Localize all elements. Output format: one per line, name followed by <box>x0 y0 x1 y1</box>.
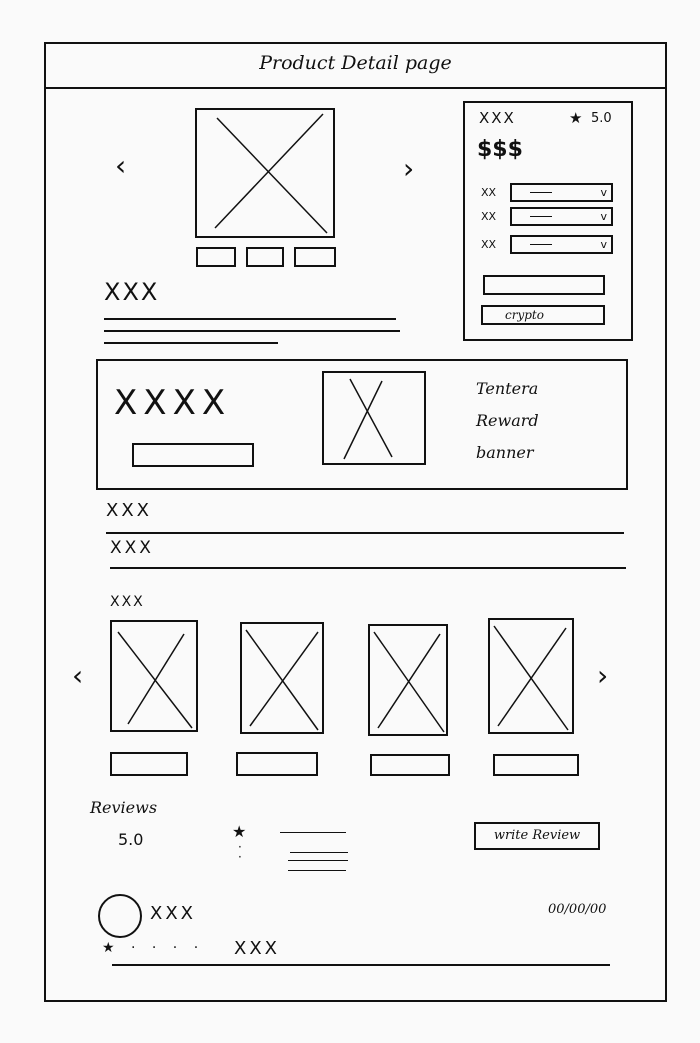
purchase-panel: XXX ★ 5.0 $$$ XX v XX v XX v crypto <box>463 101 633 341</box>
star-icon: ★ <box>232 822 247 841</box>
option-dropdown-3[interactable]: v <box>509 234 613 254</box>
add-to-cart-button[interactable] <box>483 275 605 295</box>
related-product-image-3[interactable] <box>368 624 448 736</box>
related-product-button-4[interactable] <box>493 754 579 776</box>
banner-cta-button[interactable] <box>132 443 254 467</box>
crypto-button[interactable]: crypto <box>481 305 605 325</box>
reward-banner: XXXX Tentera Reward banner <box>96 359 628 490</box>
gallery-next-icon[interactable]: › <box>403 152 415 185</box>
related-next-icon[interactable]: › <box>597 659 609 692</box>
review-stars: ★ · · · · <box>102 940 205 956</box>
option-row-1: XX v <box>481 182 613 202</box>
banner-image <box>322 371 426 465</box>
page-title: Product Detail page <box>259 52 452 74</box>
info-divider-1 <box>106 532 624 534</box>
panel-price: $$$ <box>477 137 523 162</box>
info-divider-2 <box>110 567 626 569</box>
review-text: XXX <box>234 938 280 959</box>
option-dropdown-2[interactable]: v <box>509 206 613 226</box>
reviews-score: 5.0 <box>118 830 144 849</box>
option-label: XX <box>481 209 497 223</box>
banner-caption: Tentera Reward banner <box>476 373 539 469</box>
review-divider <box>112 964 610 966</box>
banner-heading: XXXX <box>114 383 232 423</box>
rating-bar-1 <box>280 832 346 833</box>
related-heading: XXX <box>110 594 145 610</box>
description-line-2 <box>104 330 400 332</box>
gallery-prev-icon[interactable]: ‹ <box>115 149 127 182</box>
option-dropdown-1[interactable]: v <box>509 182 613 202</box>
banner-caption-line: banner <box>476 443 534 462</box>
reviews-heading: Reviews <box>90 798 158 817</box>
description-line-1 <box>104 318 396 320</box>
related-product-image-4[interactable] <box>488 618 574 734</box>
review-date: 00/00/00 <box>548 902 607 917</box>
info-subheading: XXX <box>110 538 154 558</box>
panel-product-name: XXX <box>479 109 516 127</box>
info-heading: XXX <box>106 500 152 521</box>
chevron-down-icon: v <box>600 185 607 199</box>
write-review-button[interactable]: write Review <box>474 822 600 850</box>
chevron-down-icon: v <box>600 237 607 251</box>
chevron-down-icon: v <box>600 209 607 223</box>
panel-rating: 5.0 <box>591 111 612 126</box>
header-divider <box>44 87 667 89</box>
option-label: XX <box>481 185 497 199</box>
thumbnail-3[interactable] <box>294 247 336 267</box>
reviewer-avatar <box>98 894 142 938</box>
related-prev-icon[interactable]: ‹ <box>72 659 84 692</box>
thumbnail-2[interactable] <box>246 247 284 267</box>
banner-caption-line: Reward <box>476 411 539 430</box>
option-row-3: XX v <box>481 234 613 254</box>
rating-breakdown-dots: ·· <box>238 840 242 864</box>
related-product-button-2[interactable] <box>236 752 318 776</box>
page-frame <box>44 42 667 1002</box>
thumbnail-1[interactable] <box>196 247 236 267</box>
option-label: XX <box>481 237 497 251</box>
related-product-button-3[interactable] <box>370 754 450 776</box>
star-icon: ★ <box>569 109 583 127</box>
related-product-image-2[interactable] <box>240 622 324 734</box>
reviewer-name: XXX <box>150 903 196 924</box>
rating-bar-4 <box>288 870 346 871</box>
rating-bar-2 <box>290 852 348 853</box>
rating-bar-3 <box>288 860 348 861</box>
description-line-3 <box>104 342 278 344</box>
option-row-2: XX v <box>481 206 613 226</box>
banner-caption-line: Tentera <box>476 379 539 398</box>
related-product-button-1[interactable] <box>110 752 188 776</box>
related-product-image-1[interactable] <box>110 620 198 732</box>
product-name: XXX <box>104 278 160 306</box>
product-main-image[interactable] <box>195 108 335 238</box>
